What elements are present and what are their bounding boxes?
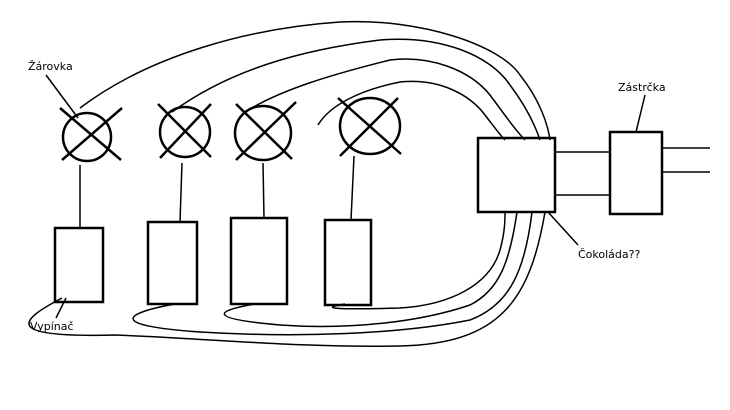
bulb-4-cross-b bbox=[339, 97, 399, 157]
leader-bulb bbox=[45, 74, 79, 119]
wire-bottom-3 bbox=[223, 211, 518, 328]
bulb-4-circle bbox=[338, 96, 402, 156]
switch-2 bbox=[146, 220, 199, 306]
wire-loop-4 bbox=[317, 80, 506, 141]
leader-junction bbox=[547, 211, 579, 246]
wire-loop-2 bbox=[171, 38, 541, 141]
bulb-1-cross-b bbox=[61, 107, 123, 161]
switches bbox=[53, 216, 373, 307]
wire-bulb2-switch2 bbox=[179, 162, 183, 223]
bulb-3-cross-b bbox=[235, 101, 297, 161]
bulb-4 bbox=[337, 96, 402, 157]
junction-box bbox=[476, 136, 557, 214]
wire-bottom-2 bbox=[132, 211, 533, 336]
switch-1 bbox=[53, 226, 105, 304]
plug-body bbox=[608, 130, 664, 216]
label-junction: Čokoláda?? bbox=[578, 248, 640, 261]
wires bbox=[28, 20, 710, 347]
label-bulb: Žárovka bbox=[28, 60, 73, 73]
bulb-3-circle bbox=[233, 104, 293, 162]
switch-4 bbox=[323, 218, 373, 307]
leader-plug bbox=[635, 94, 646, 133]
wire-loop-1 bbox=[79, 20, 551, 141]
bulb-2-cross-b bbox=[159, 103, 212, 159]
bulb-2-circle bbox=[158, 105, 212, 159]
wire-bulb4-switch4 bbox=[350, 155, 355, 221]
wire-bottom-1 bbox=[28, 211, 546, 347]
wire-loop-3 bbox=[244, 58, 526, 141]
bulb-1 bbox=[59, 107, 123, 163]
bulb-3 bbox=[233, 101, 297, 162]
wire-bottom-4 bbox=[332, 211, 506, 310]
label-plug: Zástrčka bbox=[618, 81, 666, 94]
bulb-2 bbox=[157, 103, 212, 159]
wire-bulb3-switch3 bbox=[262, 162, 265, 219]
switch-3 bbox=[229, 216, 289, 306]
label-switch: Vypínač bbox=[30, 320, 74, 333]
bulb-1-circle bbox=[61, 111, 113, 163]
